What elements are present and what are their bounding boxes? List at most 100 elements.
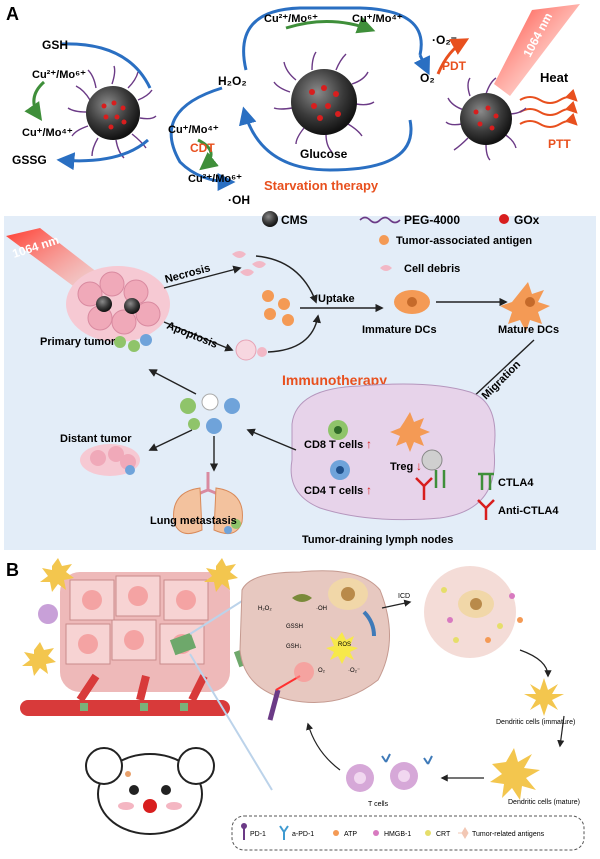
taa-icon [379, 235, 389, 245]
nanoparticle-2 [273, 51, 375, 153]
ros-burst [326, 632, 358, 664]
immature-dc [394, 290, 430, 314]
top-cu2-text: Cu²⁺/Mo⁶⁺ [264, 13, 318, 25]
h2o2-oh-arrow [169, 86, 236, 191]
apoptosis-arrow [163, 321, 234, 352]
oh-text: ·OH [228, 193, 250, 207]
necrosis-arrow [163, 265, 242, 289]
cu1-mo4-text-a: Cu⁺/Mo⁴⁺ [22, 127, 73, 139]
panel-b-legend: PD-1 a-PD-1 ATP HMGB-1 CRT Tumor-related… [241, 823, 545, 840]
legend-atp: ATP [344, 831, 357, 838]
top-cu-arrow [285, 16, 376, 34]
glucose-text: Glucose [300, 147, 348, 161]
t-cells-group [180, 393, 240, 434]
mature-dc [500, 282, 550, 332]
peg-icon [359, 216, 401, 224]
gsh-arrow [61, 42, 152, 89]
lymph-node-text: Tumor-draining lymph nodes [302, 534, 453, 546]
legend-cms: CMS [281, 213, 308, 227]
cdt-text: CDT [190, 141, 215, 155]
legend-crt: CRT [436, 831, 451, 838]
mature-dc-text: Mature DCs [498, 324, 559, 336]
blood-vessel [20, 673, 230, 716]
legend-tra: Tumor-related antigens [472, 831, 545, 838]
legend-row: CMS PEG-4000 GOx [262, 211, 540, 227]
cu1-mo4-text-b: Cu⁺/Mo⁴⁺ [168, 124, 219, 136]
panel-b-label: B [6, 560, 19, 580]
starvation-arrow-bottom [239, 106, 413, 172]
treg-text: Treg [390, 461, 413, 473]
lung-icon [173, 472, 243, 535]
legend-pd1: PD-1 [250, 831, 266, 838]
ctla4-text: CTLA4 [498, 477, 534, 489]
starvation-arrow-top [242, 6, 423, 71]
cdt-arrow [197, 138, 219, 171]
cd8-up-arrow: ↑ [366, 437, 372, 451]
treg-down-arrow: ↓ [416, 459, 422, 473]
t-cells-b [346, 753, 433, 792]
top-cu1-text: Cu⁺/Mo⁴⁺ [352, 13, 403, 25]
o2-radical-text: ·O₂⁻ [432, 33, 457, 47]
nanoparticle-3 [445, 77, 527, 161]
o2-text: O₂ [420, 71, 435, 85]
antigen-cluster [262, 290, 294, 326]
cd8-text: CD8 T cells [304, 439, 363, 451]
heat-text: Heat [540, 70, 569, 85]
b-gssh-text: GSSH [286, 624, 303, 630]
dc-mature-icon [490, 748, 540, 800]
tumor-tissue [60, 572, 230, 692]
h2o2-text: H₂O₂ [218, 74, 247, 88]
debris-text: Cell debris [404, 263, 460, 275]
anti-ctla4-icon [477, 499, 495, 520]
cu2-mo6-text-a: Cu²⁺/Mo⁶⁺ [32, 69, 86, 81]
mouse-icon [85, 747, 215, 835]
tumor-dc-cells [22, 558, 238, 676]
legend-peg: PEG-4000 [404, 213, 460, 227]
ptt-text: PTT [548, 137, 571, 151]
cd4-text: CD4 T cells [304, 485, 363, 497]
lung-metastasis-text: Lung metastasis [150, 515, 237, 527]
lymph-node [290, 383, 496, 521]
taa-text: Tumor-associated antigen [396, 235, 532, 247]
pdt-arrow [436, 38, 470, 75]
tcells-text: T cells [368, 801, 389, 808]
apoptotic-cell [235, 339, 267, 361]
b-icd-text: ICD [398, 593, 410, 600]
b-o2-text: O₂ [318, 668, 326, 674]
b-o2rad-text: ·O₂⁻ [348, 668, 360, 674]
b-gsh-text: GSH↓ [286, 644, 302, 650]
cms-icon [262, 211, 278, 227]
primary-tumor-text: Primary tumor [40, 336, 116, 348]
legend-apd1: a-PD-1 [292, 831, 314, 838]
dc-mature-text: Dendritic cells (mature) [508, 799, 580, 806]
gsh-text: GSH [42, 38, 68, 52]
gssg-arrow [56, 138, 149, 171]
starvation-text: Starvation therapy [264, 178, 379, 193]
panel-b-legend-box [231, 815, 585, 851]
ctla4-icon [478, 472, 494, 490]
heat-waves [519, 88, 578, 128]
uptake-text: Uptake [318, 293, 355, 305]
gox-icon [499, 214, 509, 224]
distant-tumor-text: Distant tumor [60, 433, 132, 445]
debris-icon [380, 265, 392, 271]
cu-reduction-arrow [24, 80, 46, 121]
migration-arrow [468, 339, 535, 402]
gssg-text: GSSG [12, 153, 47, 167]
distant-tumor [80, 444, 140, 476]
cu2-mo6-text-b: Cu²⁺/Mo⁶⁺ [188, 173, 242, 185]
cell-debris-cluster [232, 251, 266, 276]
legend-hmgb1: HMGB-1 [384, 831, 411, 838]
b-ros-text: ROS [338, 642, 351, 648]
b-h2o2-text: H₂O₂ [258, 606, 272, 612]
cd4-up-arrow: ↑ [366, 483, 372, 497]
icd-cell [424, 566, 523, 658]
legend-gox: GOx [514, 213, 540, 227]
tumor-tcell [38, 604, 58, 624]
b-oh-text: ·OH [316, 606, 327, 612]
immature-dc-text: Immature DCs [362, 324, 437, 336]
immunotherapy-text: Immunotherapy [282, 372, 387, 388]
dc-immature-icon [524, 678, 564, 716]
nanoparticle-1 [67, 65, 157, 159]
